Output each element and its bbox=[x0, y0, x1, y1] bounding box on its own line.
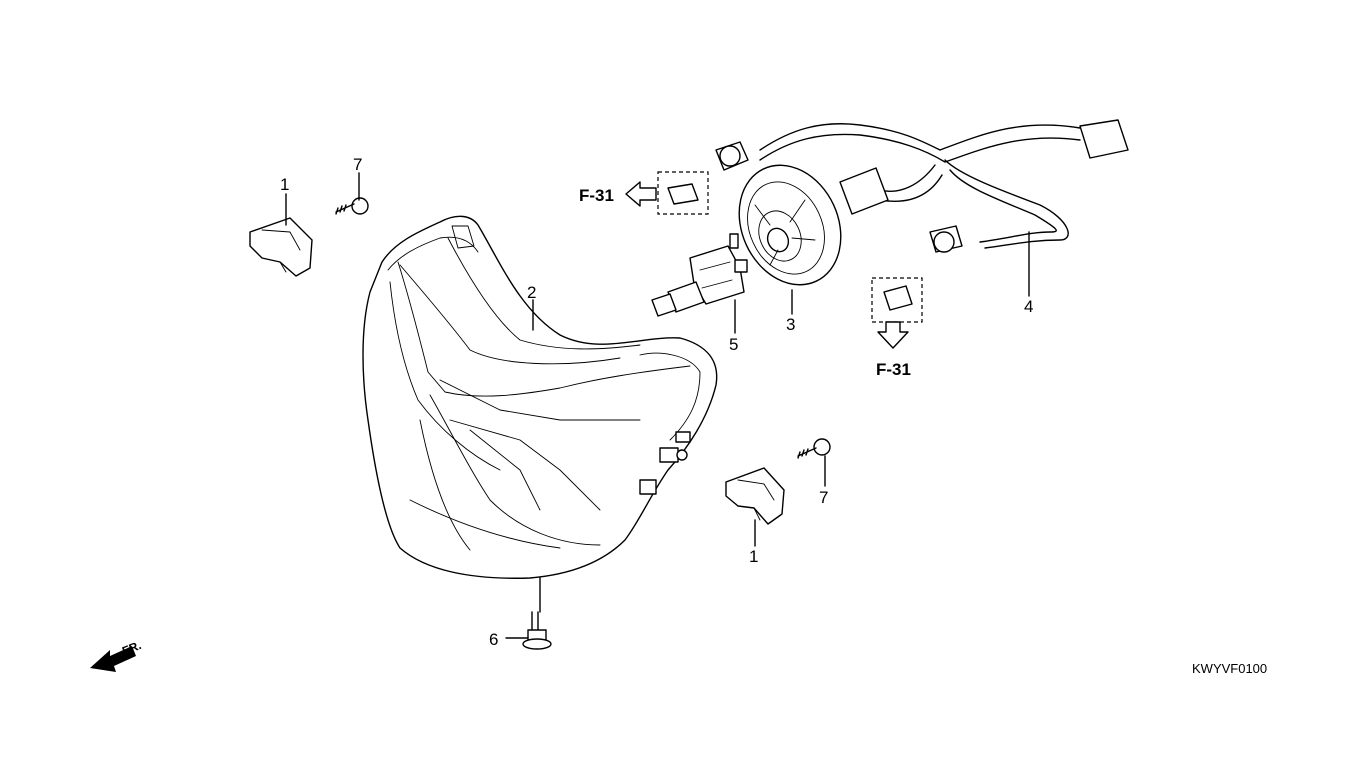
clip-right-drawing bbox=[725, 467, 785, 525]
ref-f31-lower: F-31 bbox=[876, 360, 911, 379]
ref-arrow-left bbox=[625, 181, 657, 207]
wire-harness-drawing bbox=[715, 119, 1129, 253]
front-direction-marker: FR. bbox=[90, 638, 143, 672]
ref-arrow-down bbox=[877, 321, 909, 349]
clip-left-drawing bbox=[249, 217, 313, 277]
callout-bolt: 6 bbox=[489, 630, 498, 649]
svg-text:FR.: FR. bbox=[120, 638, 143, 658]
leader-lines bbox=[285, 172, 1030, 639]
headlight-unit-drawing bbox=[362, 215, 718, 579]
pilot-bulb-upper bbox=[657, 171, 709, 215]
screw-left-drawing bbox=[335, 197, 369, 215]
callout-headlight-unit: 2 bbox=[527, 283, 536, 302]
dust-cover-drawing bbox=[738, 164, 842, 286]
callout-screw-left: 7 bbox=[353, 155, 362, 174]
pilot-bulb-lower bbox=[871, 277, 923, 323]
headlight-bulb-drawing bbox=[651, 233, 748, 317]
callout-clip-right: 1 bbox=[749, 547, 758, 566]
diagram-code: KWYVF0100 bbox=[1192, 661, 1267, 676]
callout-dust-cover: 3 bbox=[786, 315, 795, 334]
callout-screw-right: 7 bbox=[819, 488, 828, 507]
callout-clip-left: 1 bbox=[280, 175, 289, 194]
callout-headlight-bulb: 5 bbox=[729, 335, 738, 354]
bolt-drawing bbox=[522, 611, 552, 650]
ref-f31-upper: F-31 bbox=[579, 186, 614, 205]
callout-wire-harness: 4 bbox=[1024, 297, 1033, 316]
screw-right-drawing bbox=[797, 438, 831, 459]
